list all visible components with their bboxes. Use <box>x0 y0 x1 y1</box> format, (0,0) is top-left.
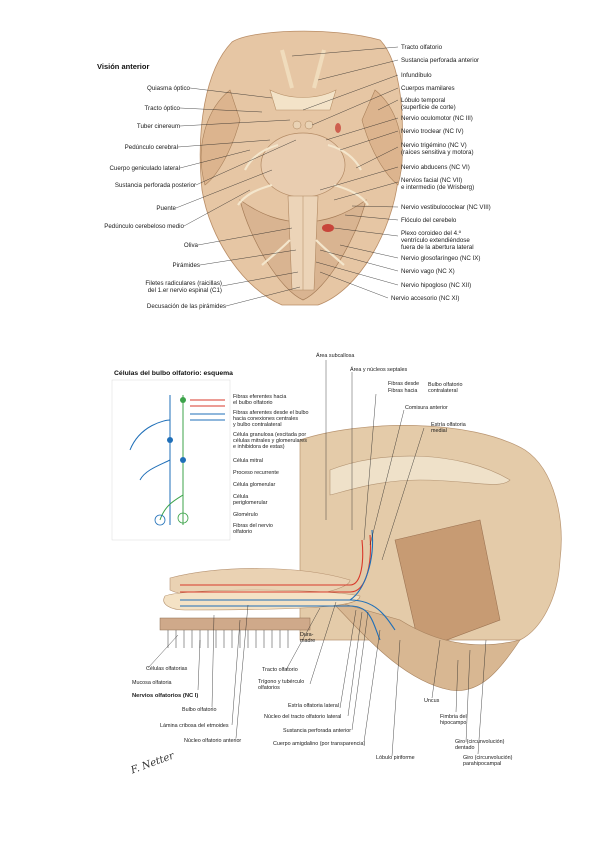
label-proceso-recurrente: Proceso recurrente <box>233 470 279 476</box>
label-fibras-eferentes: Fibras eferentes hacia el bulbo olfatori… <box>233 394 287 407</box>
label-nervio-vestibulococlear: Nervio vestibulococlear (NC VIII) <box>401 204 491 211</box>
label-area-subcallosa: Área subcallosa <box>316 353 355 359</box>
label-fimbria-hipocampo: Fimbria del hipocampo <box>440 714 467 727</box>
label-floculo-cerebelo: Flóculo del cerebelo <box>401 217 457 224</box>
label-mucosa-olfatoria: Mucosa olfatoria <box>132 680 172 686</box>
label-duramadre: Dura- madre <box>300 632 316 645</box>
label-celula-glomerular: Célula glomerular <box>233 482 276 488</box>
label-glomerulo: Glomérulo <box>233 512 258 518</box>
label-sustancia-perforada-posterior: Sustancia perforada posterior <box>114 182 196 189</box>
label-giro-parahipocampal: Giro (circunvolución) parahipocampal <box>463 755 513 768</box>
label-filetes-radiculares: Filetes radiculares (raicillas) del 1.er… <box>145 280 222 294</box>
label-sustancia-perforada-anterior: Sustancia perforada anterior <box>401 57 480 64</box>
label-estria-olfatoria-medial: Estría olfatoria medial <box>431 422 466 435</box>
label-comisura-anterior: Comisura anterior <box>405 405 448 411</box>
label-lamina-cribosa: Lámina cribosa del etmoides <box>160 723 229 729</box>
label-nervio-troclear: Nervio troclear (NC IV) <box>401 128 464 135</box>
label-bulbo-contralateral: Bulbo olfatorio contralateral <box>428 382 463 395</box>
label-quiasma-optico: Quiasma óptico <box>147 85 190 92</box>
label-fibras-aferentes: Fibras aferentes desde el bulbo hacia co… <box>233 410 309 429</box>
label-nervio-facial: Nervios facial (NC VII) e intermedio (de… <box>401 177 475 191</box>
top-figure-title: Visión anterior <box>97 62 150 71</box>
label-cuerpos-mamilares: Cuerpos mamilares <box>401 85 455 92</box>
label-nucleo-tracto-lateral: Núcleo del tracto olfatorio lateral <box>264 714 342 720</box>
label-pedunculo-cerebral: Pedúnculo cerebral <box>124 144 178 151</box>
label-celula-granulosa: Célula granulosa (excitada por células m… <box>233 432 307 451</box>
label-fibras-hacia: Fibras hacia <box>388 388 418 394</box>
label-fibras-desde: Fibras desde <box>388 381 420 387</box>
label-cuerpo-geniculado-lateral: Cuerpo geniculado lateral <box>109 165 180 172</box>
label-trigono-tuberculo: Trígono y tubérculo olfatorios <box>258 679 305 692</box>
inset-title: Células del bulbo olfatorio: esquema <box>114 370 233 377</box>
label-tracto-olfatorio: Tracto olfatorio <box>401 44 443 51</box>
label-nervios-olfatorios: Nervios olfatorios (NC I) <box>132 693 199 699</box>
label-piramides: Pirámides <box>172 262 200 269</box>
label-uncus: Uncus <box>424 698 440 704</box>
label-nervio-glosofaringeo: Nervio glosofaríngeo (NC IX) <box>401 255 481 262</box>
label-fibras-nervio-olfatorio: Fibras del nervio olfatorio <box>233 523 273 536</box>
label-giro-dentado: Giro (circunvolución) dentado <box>455 739 505 752</box>
label-celula-mitral: Célula mitral <box>233 458 263 464</box>
label-area-nucleos-septales: Área y núcleos septales <box>350 367 408 373</box>
label-cuerpo-amigdalino: Cuerpo amigdalino (por transparencia) <box>273 741 366 747</box>
label-sustancia-perforada-anterior-bottom: Sustancia perforada anterior <box>283 728 352 734</box>
label-tuber-cinereum: Tuber cinereum <box>136 123 180 130</box>
label-decusacion-piramides: Decusación de las pirámides <box>146 303 226 310</box>
label-nervio-oculomotor: Nervio oculomotor (NC III) <box>401 115 473 122</box>
label-nervio-abducens: Nervio abducens (NC VI) <box>401 164 470 171</box>
label-lobulo-piriforme: Lóbulo piriforme <box>376 755 415 761</box>
brainstem-illustration <box>175 30 403 307</box>
label-tracto-optico: Tracto óptico <box>144 105 180 112</box>
label-pedunculo-cerebeloso-medio: Pedúnculo cerebeloso medio <box>104 223 184 230</box>
label-plexo-coroideo: Plexo coroideo del 4.º ventrículo extend… <box>401 230 474 251</box>
label-celulas-olfatorias: Células olfatorias <box>146 666 188 672</box>
label-estria-olfatoria-lateral: Estría olfatoria lateral <box>288 703 339 709</box>
label-nervio-trigemino: Nervio trigémino (NC V) (raíces sensitiv… <box>401 142 474 156</box>
label-nervio-vago: Nervio vago (NC X) <box>401 268 455 275</box>
label-infundibulo: Infundíbulo <box>401 72 432 79</box>
label-tracto-olfatorio-bottom: Tracto olfatorio <box>262 667 298 673</box>
label-nervio-accesorio: Nervio accesorio (NC XI) <box>391 295 460 302</box>
label-celula-periglomerular: Célula periglomerular <box>233 494 268 507</box>
label-oliva: Oliva <box>183 242 198 249</box>
label-lobulo-temporal: Lóbulo temporal (superficie de corte) <box>401 97 456 111</box>
label-puente: Puente <box>156 205 176 212</box>
label-nervio-hipogloso: Nervio hipogloso (NC XII) <box>401 282 472 289</box>
label-bulbo-olfatorio: Bulbo olfatorio <box>182 707 217 713</box>
label-nucleo-olfatorio-anterior: Núcleo olfatorio anterior <box>184 738 242 744</box>
